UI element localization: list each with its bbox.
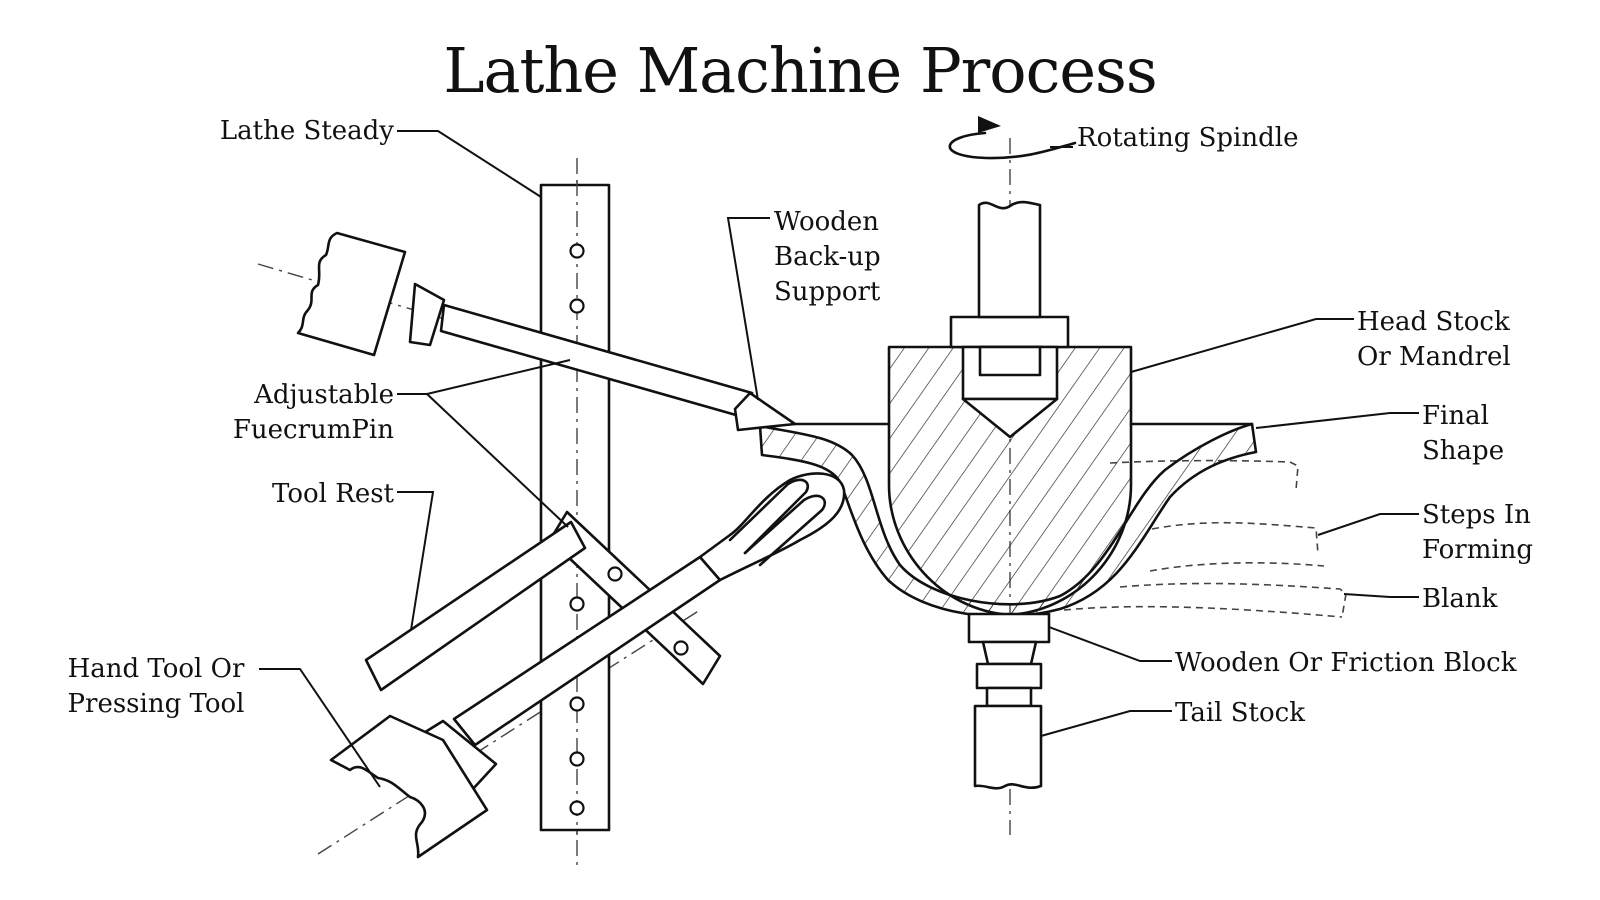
label-steps-in-forming: Steps In Forming bbox=[1422, 500, 1534, 565]
label-adjustable-fulcrum-pin: Adjustable FuecrumPin bbox=[232, 380, 394, 445]
upper-support-tool bbox=[296, 231, 797, 432]
label-final-shape: Final Shape bbox=[1422, 401, 1505, 466]
hand-pressing-tool bbox=[329, 472, 846, 859]
lower-tool-axis bbox=[317, 609, 701, 855]
label-hand-tool: Hand Tool Or Pressing Tool bbox=[67, 654, 245, 719]
label-rotating-spindle: Rotating Spindle bbox=[1077, 123, 1299, 153]
label-tail-stock: Tail Stock bbox=[1175, 698, 1305, 728]
label-blank: Blank bbox=[1422, 584, 1498, 614]
label-tool-rest: Tool Rest bbox=[272, 479, 394, 509]
lathe-steady bbox=[539, 180, 611, 835]
label-wooden-backup-support: Wooden Back-up Support bbox=[774, 207, 881, 307]
label-head-stock: Head Stock Or Mandrel bbox=[1357, 307, 1511, 372]
tail-stock bbox=[973, 640, 1043, 790]
label-friction-block: Wooden Or Friction Block bbox=[1175, 648, 1517, 678]
final-shape-blank bbox=[758, 422, 1258, 618]
friction-block bbox=[967, 612, 1051, 644]
label-lathe-steady: Lathe Steady bbox=[219, 116, 394, 146]
rotating-spindle-shaft bbox=[977, 200, 1042, 319]
rotation-arrow-icon bbox=[948, 116, 1077, 160]
diagram-title: Lathe Machine Process bbox=[443, 34, 1157, 107]
leader-lines bbox=[259, 130, 1419, 788]
